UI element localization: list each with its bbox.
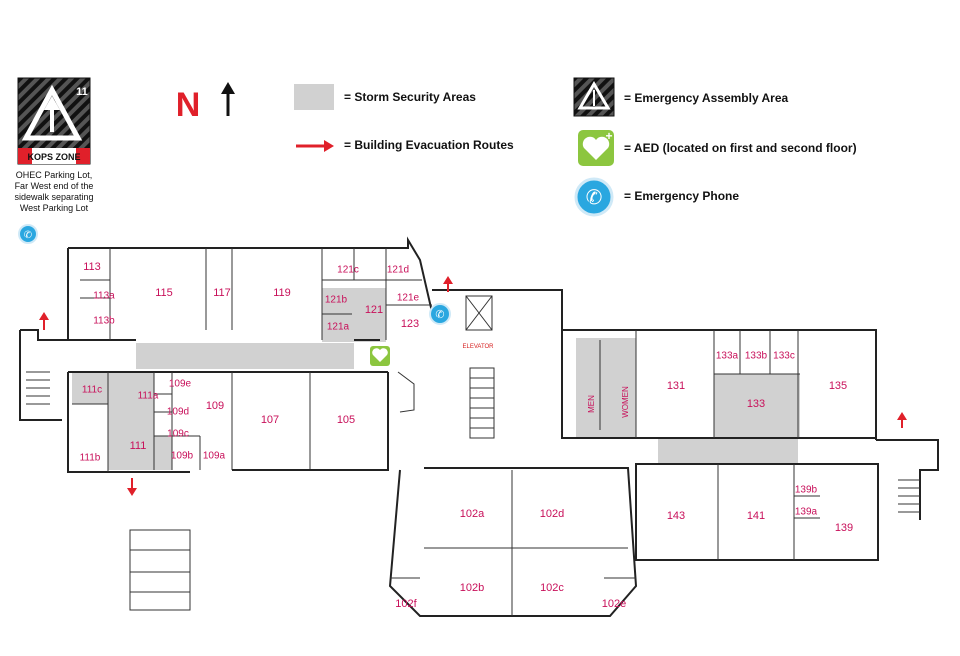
room-105: 105 bbox=[337, 414, 355, 426]
kops-zone-icon: KOPS ZONE 11 bbox=[17, 77, 91, 165]
room-113: 113 bbox=[83, 261, 101, 273]
room-121a: 121a bbox=[327, 322, 350, 333]
room-121c: 121c bbox=[337, 265, 359, 276]
elevator-label: ELEVATOR bbox=[462, 344, 494, 350]
room-109a: 109a bbox=[203, 451, 226, 462]
room-111b: 111b bbox=[80, 453, 101, 464]
room-109e: 109e bbox=[169, 379, 192, 390]
women-label: WOMEN bbox=[621, 386, 630, 418]
kops-caption-line-3: sidewalk separating bbox=[14, 192, 93, 202]
room-111a: 111a bbox=[138, 391, 159, 402]
svg-text:✆: ✆ bbox=[435, 308, 444, 321]
assembly-legend-text: = Emergency Assembly Area bbox=[624, 91, 789, 105]
room-133c: 133c bbox=[773, 351, 795, 362]
aed-legend-text: = AED (located on first and second floor… bbox=[624, 141, 857, 155]
building-outline bbox=[19, 236, 939, 617]
room-109b: 109b bbox=[171, 451, 194, 462]
svg-text:✆: ✆ bbox=[24, 230, 32, 241]
aed-icon: + bbox=[578, 129, 614, 166]
phone-legend-icon: ✆ bbox=[574, 177, 614, 217]
svg-text:✆: ✆ bbox=[586, 185, 603, 209]
kops-phone-icon: ✆ bbox=[18, 224, 38, 244]
room-135: 135 bbox=[829, 380, 847, 392]
room-121: 121 bbox=[365, 304, 383, 316]
kops-number: 11 bbox=[76, 86, 88, 98]
svg-text:+: + bbox=[605, 129, 612, 143]
kops-caption-line-1: OHEC Parking Lot, bbox=[16, 170, 93, 180]
kops-caption-line-4: West Parking Lot bbox=[20, 203, 89, 213]
room-139: 139 bbox=[835, 522, 853, 534]
kops-zone-text: KOPS ZONE bbox=[27, 152, 80, 162]
evac-legend-text: = Building Evacuation Routes bbox=[344, 138, 514, 152]
room-102d: 102d bbox=[540, 508, 564, 520]
room-111: 111 bbox=[130, 440, 147, 452]
storm-legend-swatch bbox=[294, 84, 334, 110]
room-133: 133 bbox=[747, 398, 765, 410]
room-102e: 102e bbox=[602, 598, 626, 610]
room-133a: 133a bbox=[716, 351, 739, 362]
room-139b: 139b bbox=[795, 485, 818, 496]
room-141: 141 bbox=[747, 510, 765, 522]
room-102b: 102b bbox=[460, 582, 484, 594]
room-139a: 139a bbox=[795, 507, 818, 518]
storm-legend-text: = Storm Security Areas bbox=[344, 90, 476, 104]
assembly-icon bbox=[573, 77, 615, 117]
evac-arrow-icon bbox=[296, 140, 334, 152]
room-111c: 111c bbox=[82, 385, 102, 396]
room-123: 123 bbox=[401, 318, 419, 330]
room-113b: 113b bbox=[93, 316, 115, 327]
men-label: MEN bbox=[587, 395, 596, 413]
room-109d: 109d bbox=[167, 407, 189, 418]
room-143: 143 bbox=[667, 510, 685, 522]
north-arrow-icon bbox=[221, 82, 235, 116]
room-121e: 121e bbox=[397, 293, 420, 304]
kops-caption: OHEC Parking Lot, Far West end of the si… bbox=[14, 170, 93, 213]
room-117: 117 bbox=[213, 287, 231, 299]
room-102a: 102a bbox=[460, 508, 485, 520]
room-102f: 102f bbox=[395, 598, 417, 610]
room-113a: 113a bbox=[93, 291, 115, 302]
phone-legend-text: = Emergency Phone bbox=[624, 189, 739, 203]
room-109: 109 bbox=[206, 400, 224, 412]
phone-icon: ✆ bbox=[429, 303, 451, 325]
room-107: 107 bbox=[261, 414, 279, 426]
room-102c: 102c bbox=[540, 582, 564, 594]
room-131: 131 bbox=[667, 380, 685, 392]
kops-caption-line-2: Far West end of the bbox=[15, 181, 94, 191]
evac-route-arrows bbox=[39, 276, 907, 496]
room-labels: 113 113a 113b 115 117 119 121c 121d 121b… bbox=[80, 261, 854, 610]
room-115: 115 bbox=[155, 287, 173, 299]
room-133b: 133b bbox=[745, 351, 768, 362]
room-121b: 121b bbox=[325, 295, 348, 306]
north-label: N bbox=[176, 86, 201, 124]
room-119: 119 bbox=[273, 287, 291, 299]
room-121d: 121d bbox=[387, 265, 409, 276]
aed-map-icon bbox=[370, 346, 390, 366]
room-109c: 109c bbox=[167, 429, 189, 440]
